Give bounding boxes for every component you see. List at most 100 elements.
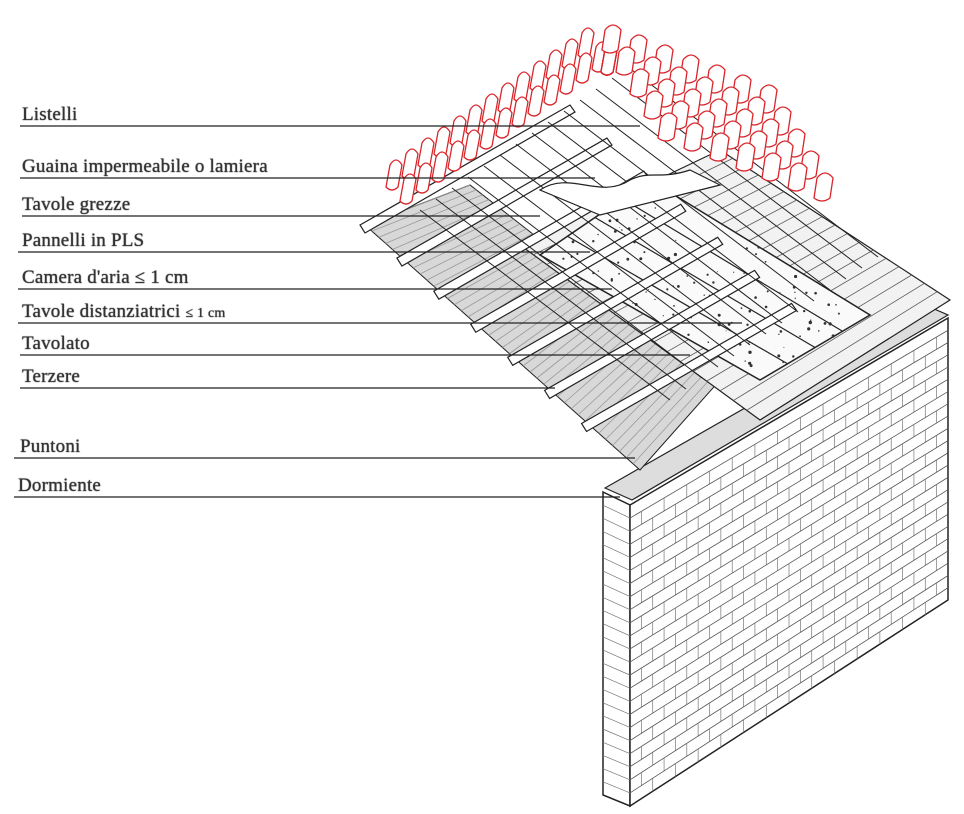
panel-speck	[794, 275, 797, 278]
panel-speck	[743, 273, 744, 274]
roof-tile	[464, 130, 480, 160]
panel-speck	[782, 361, 784, 363]
roof-tile	[386, 160, 402, 190]
panel-speck	[666, 288, 668, 290]
wall-side-face	[603, 492, 630, 806]
panel-speck	[741, 307, 743, 309]
panel-speck	[838, 313, 840, 315]
panel-speck	[645, 291, 646, 292]
roof-tile	[710, 133, 729, 161]
roof-tile	[544, 75, 560, 105]
roof-tile	[512, 97, 528, 127]
panel-speck	[824, 322, 827, 325]
panel-speck	[767, 290, 769, 292]
panel-speck	[733, 272, 734, 273]
label-tavole-distanziatrici: Tavole distanziatrici ≤ 1 cm	[22, 301, 225, 323]
roof-tile	[576, 53, 592, 83]
label-tavolato: Tavolato	[22, 333, 90, 355]
panel-speck	[809, 321, 812, 324]
panel-speck	[780, 330, 783, 333]
label-dormiente: Dormiente	[18, 475, 101, 497]
panel-speck	[765, 261, 767, 263]
roof-tile	[560, 64, 576, 94]
panel-speck	[829, 322, 832, 325]
panel-speck	[597, 234, 598, 235]
panel-speck	[750, 364, 753, 367]
panel-speck	[795, 298, 796, 299]
panel-speck	[639, 257, 642, 260]
panel-speck	[726, 330, 727, 331]
panel-speck	[609, 219, 612, 222]
label-tavole-grezze: Tavole grezze	[22, 194, 130, 216]
panel-speck	[644, 215, 646, 217]
panel-speck	[807, 327, 810, 330]
panel-speck	[778, 334, 779, 335]
roof-tile	[684, 123, 703, 151]
panel-speck	[704, 295, 705, 296]
label-pannelli: Pannelli in PLS	[22, 230, 144, 252]
label-terzere: Terzere	[22, 366, 80, 388]
panel-speck	[814, 292, 817, 295]
roof-tile	[788, 163, 807, 191]
panel-speck	[799, 335, 801, 337]
panel-speck	[677, 285, 680, 288]
panel-speck	[654, 299, 655, 300]
panel-speck	[765, 306, 768, 309]
panel-speck	[748, 351, 751, 354]
panel-speck	[636, 218, 637, 219]
panel-speck	[712, 281, 714, 283]
panel-speck	[643, 251, 645, 253]
panel-speck	[686, 275, 688, 277]
panel-speck	[794, 292, 795, 293]
panel-speck	[611, 279, 613, 281]
roof-tile	[736, 143, 755, 171]
panel-speck	[803, 310, 805, 312]
roof-tile	[616, 47, 635, 75]
panel-speck	[832, 334, 835, 337]
panel-speck	[717, 271, 718, 272]
panel-speck	[792, 355, 794, 357]
panel-speck	[598, 270, 599, 271]
panel-speck	[674, 253, 677, 256]
roof-tile	[602, 25, 621, 53]
panel-speck	[614, 230, 617, 233]
panel-speck	[619, 227, 620, 228]
panel-speck	[576, 253, 578, 255]
panel-speck	[696, 302, 697, 303]
roof-tile	[814, 173, 833, 201]
panel-speck	[663, 315, 664, 316]
panel-speck	[617, 262, 619, 264]
panel-speck	[687, 334, 689, 336]
label-camera-aria: Camera d'aria ≤ 1 cm	[22, 267, 189, 289]
label-puntoni: Puntoni	[20, 436, 81, 458]
roof-tile	[480, 119, 496, 149]
panel-speck	[754, 296, 757, 299]
panel-speck	[749, 310, 752, 313]
panel-speck	[810, 320, 811, 321]
panel-speck	[835, 304, 837, 306]
panel-speck	[572, 240, 575, 243]
panel-speck	[675, 240, 676, 241]
roof-tile	[762, 153, 781, 181]
panel-speck	[648, 289, 649, 290]
label-listelli: Listelli	[22, 104, 77, 126]
panel-speck	[755, 253, 757, 255]
panel-speck	[562, 258, 564, 260]
panel-speck	[592, 240, 594, 242]
panel-speck	[621, 229, 623, 231]
panel-speck	[805, 292, 807, 294]
label-guaina: Guaina impermeabile o lamiera	[22, 156, 268, 178]
panel-speck	[655, 207, 656, 208]
panel-speck	[618, 273, 620, 275]
panel-speck	[780, 292, 781, 293]
panel-speck	[818, 330, 820, 332]
panel-speck	[626, 258, 629, 261]
roof-tile	[644, 91, 663, 119]
panel-speck	[672, 314, 674, 316]
panel-speck	[718, 314, 721, 317]
roof-tile	[496, 108, 512, 138]
panel-speck	[708, 341, 710, 343]
panel-speck	[757, 246, 760, 249]
